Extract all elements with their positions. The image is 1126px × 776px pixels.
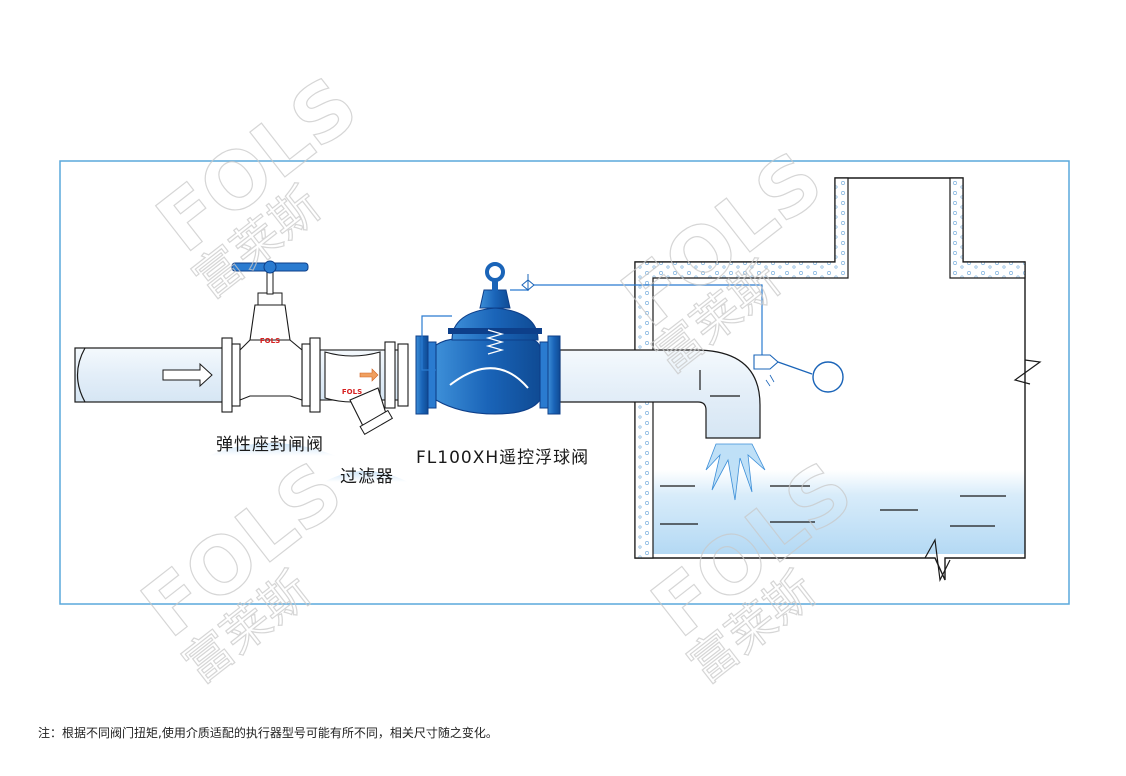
gate-valve-mark: FOLS — [260, 337, 280, 345]
float-control-valve — [415, 262, 763, 415]
flow-arrow-icon — [162, 362, 213, 388]
strainer — [324, 341, 409, 436]
tank-roof — [634, 177, 849, 559]
float-ball-icon — [812, 361, 844, 393]
inlet-pipe — [74, 347, 236, 403]
label-backdrop-gate — [208, 443, 336, 456]
gate-valve — [221, 260, 321, 413]
gate-valve-label: 弹性座封闸阀 — [216, 435, 324, 455]
label-backdrop-strainer — [324, 471, 408, 482]
needle-valve-icon — [521, 278, 535, 292]
tank-break-bottom — [924, 538, 951, 583]
strainer-flow-arrow-icon — [359, 368, 379, 382]
footnote: 注：根据不同阀门扭矩,使用介质适配的执行器型号可能有所不同，相关尺寸随之变化。 — [38, 726, 498, 740]
water-splash — [705, 443, 766, 501]
outlet-pipe — [559, 349, 761, 439]
water-tank — [634, 177, 1042, 583]
strainer-mark: FOLS — [342, 388, 362, 396]
lifting-eye-icon — [485, 262, 505, 282]
float-pilot — [753, 354, 844, 393]
diagram-frame — [59, 160, 1070, 605]
tank-break-right — [1013, 359, 1042, 385]
pilot-tubing — [421, 315, 452, 371]
tank-roof-right — [949, 177, 1026, 279]
strainer-label: 过滤器 — [340, 467, 394, 487]
float-valve-label: FL100XH遥控浮球阀 — [416, 448, 590, 468]
water-level-lines — [660, 485, 1006, 527]
